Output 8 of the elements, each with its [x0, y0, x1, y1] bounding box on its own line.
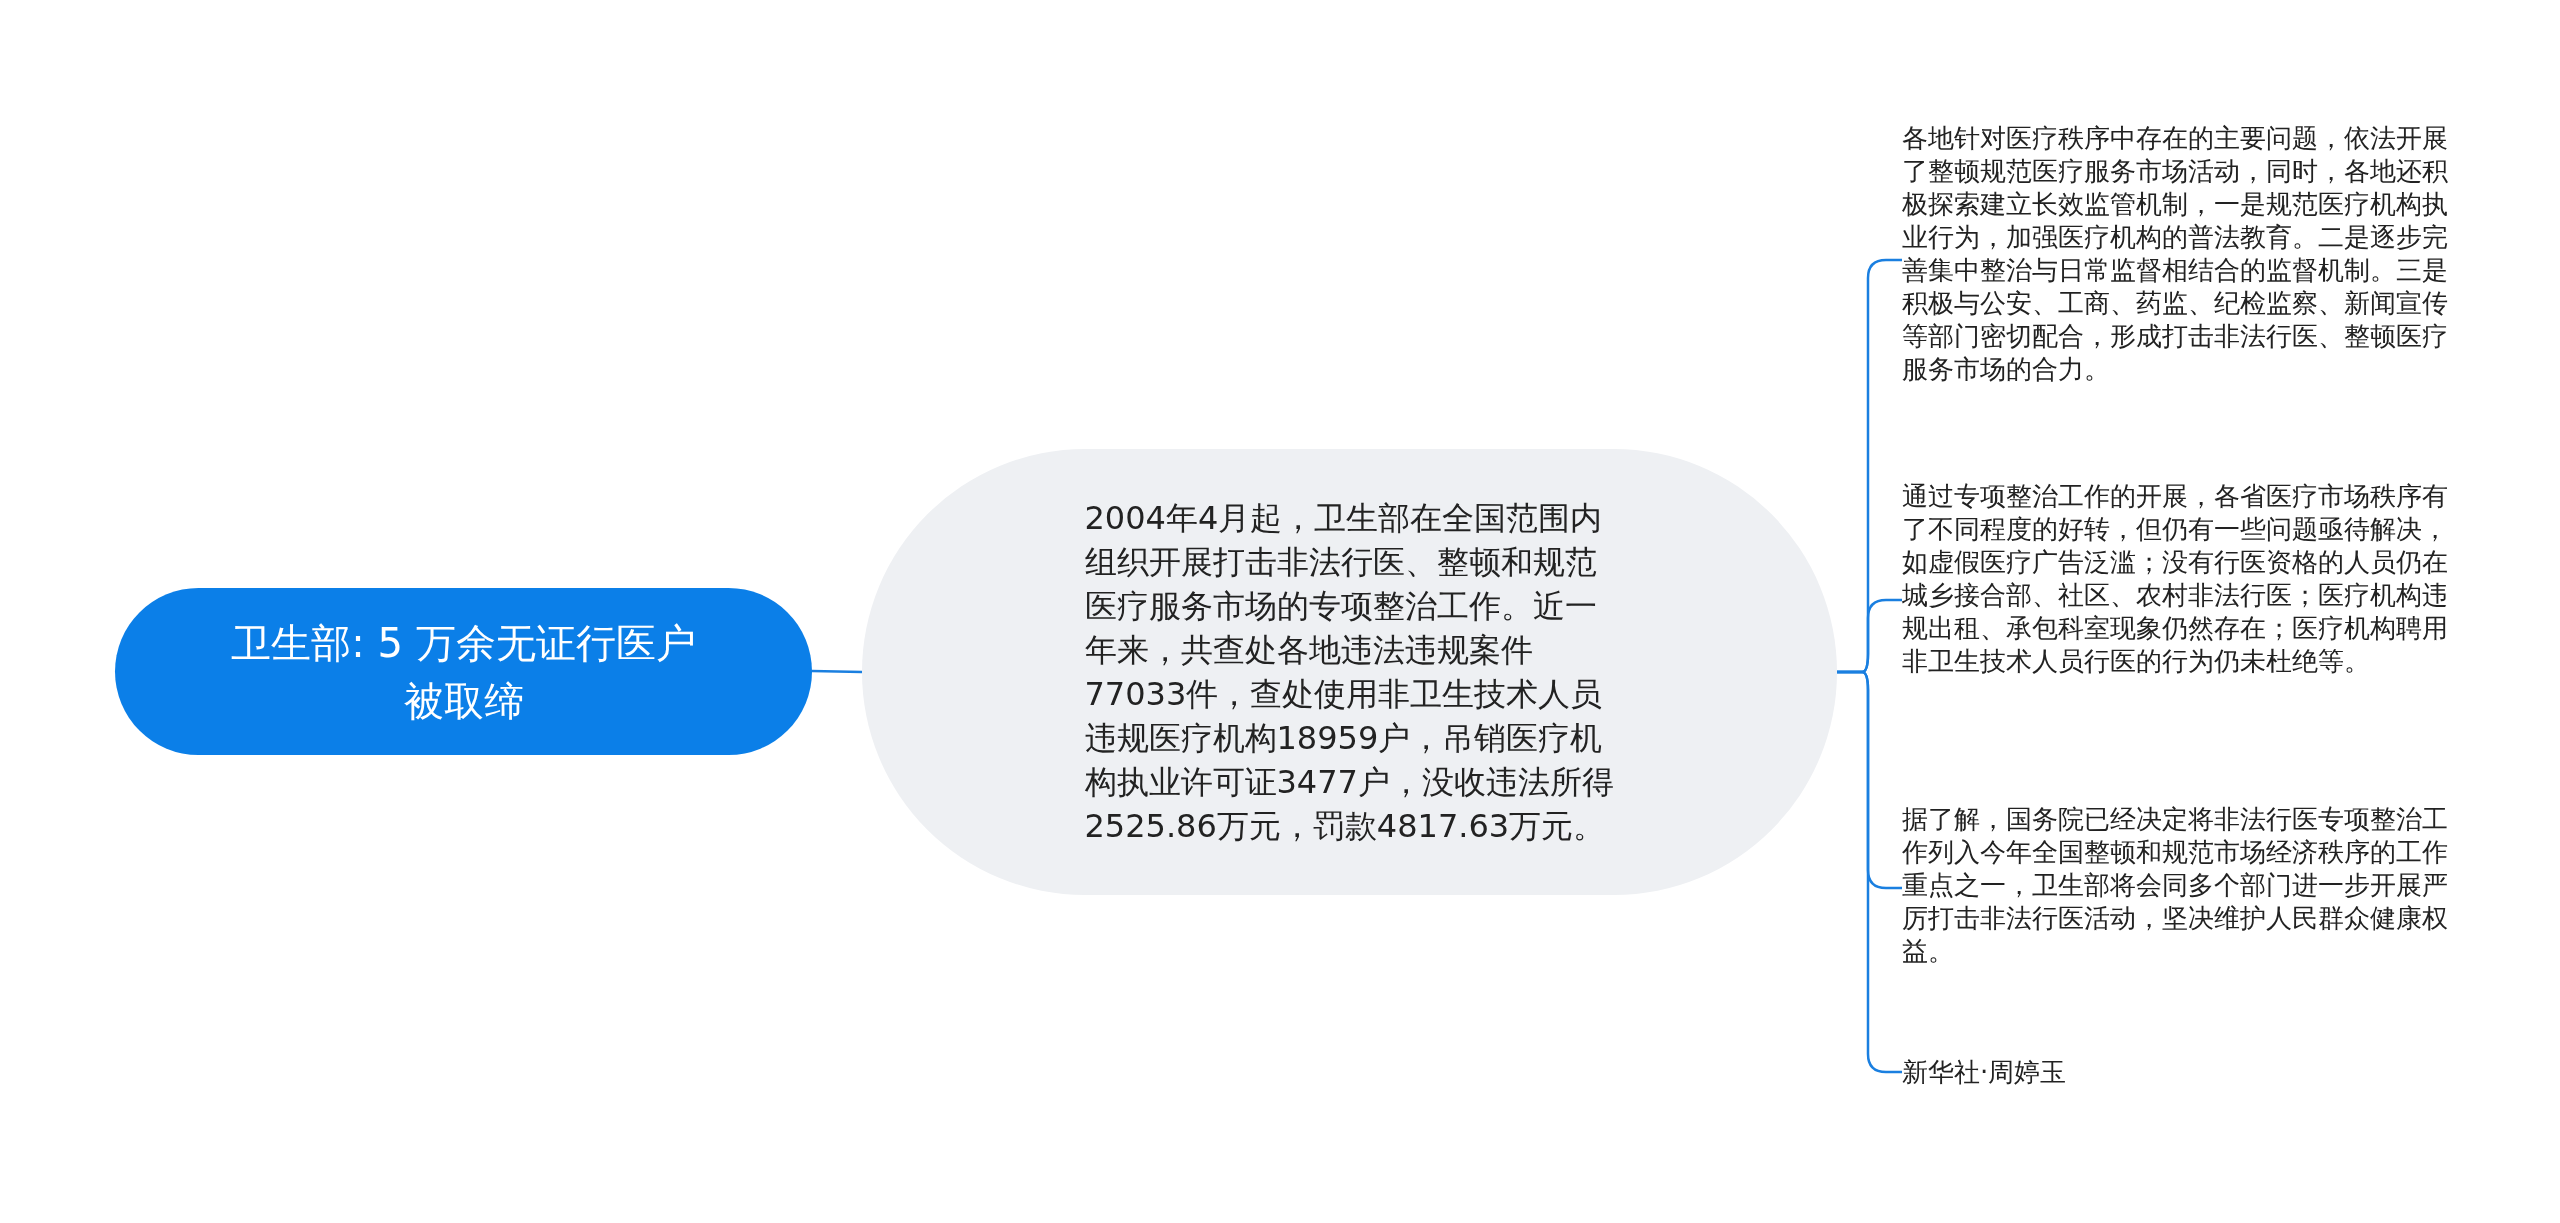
note-text: 通过专项整治工作的开展，各省医疗市场秩序有了不同程度的好转，但仍有一些问题亟待解决，如虚假医疗广告泛滥；没有行医资格的人员仍在城乡接合部、社区、农村非法行医；医疗机构违规出租、承包科室现象仍然存在；医疗机构聘用非卫生技术人员行医的行为仍未杜绝等。 — [1902, 480, 2462, 730]
connector-line — [811, 669, 863, 674]
summary-pill: 2004年4月起，卫生部在全国范围内组织开展打击非法行医、整顿和规范医疗服务市场的专项整治工作。近一年来，共查处各地违法违规案件77033件，查处使用非卫生技术人员违规医疗机构18959户，吊销医疗机构执业许可证3477户，没收违法所得2525.86万元，罚款4817.63万元。 — [862, 449, 1837, 895]
note-text: 各地针对医疗秩序中存在的主要问题，依法开展了整顿规范医疗服务市场活动，同时，各地还积极探索建立长效监管机制，一是规范医疗机构执业行为，加强医疗机构的普法教育。二是逐步完善集中整治与日常监督相结合的监督机制。三是积极与公安、工商、药监、纪检监察、新闻宣传等部门密切配合，形成打击非法行医、整顿医疗服务市场的合力。 — [1902, 122, 2462, 412]
topic-pill: 卫生部: 5 万余无证行医户被取缔 — [115, 588, 812, 755]
note-text: 新华社·周婷玉 — [1902, 1056, 2462, 1096]
connector-line — [1837, 670, 1902, 1074]
note-text: 据了解，国务院已经决定将非法行医专项整治工作列入今年全国整顿和规范市场经济秩序的工作重点之一，卫生部将会同多个部门进一步开展严厉打击非法行医活动，坚决维护人民群众健康权益。 — [1902, 803, 2462, 988]
